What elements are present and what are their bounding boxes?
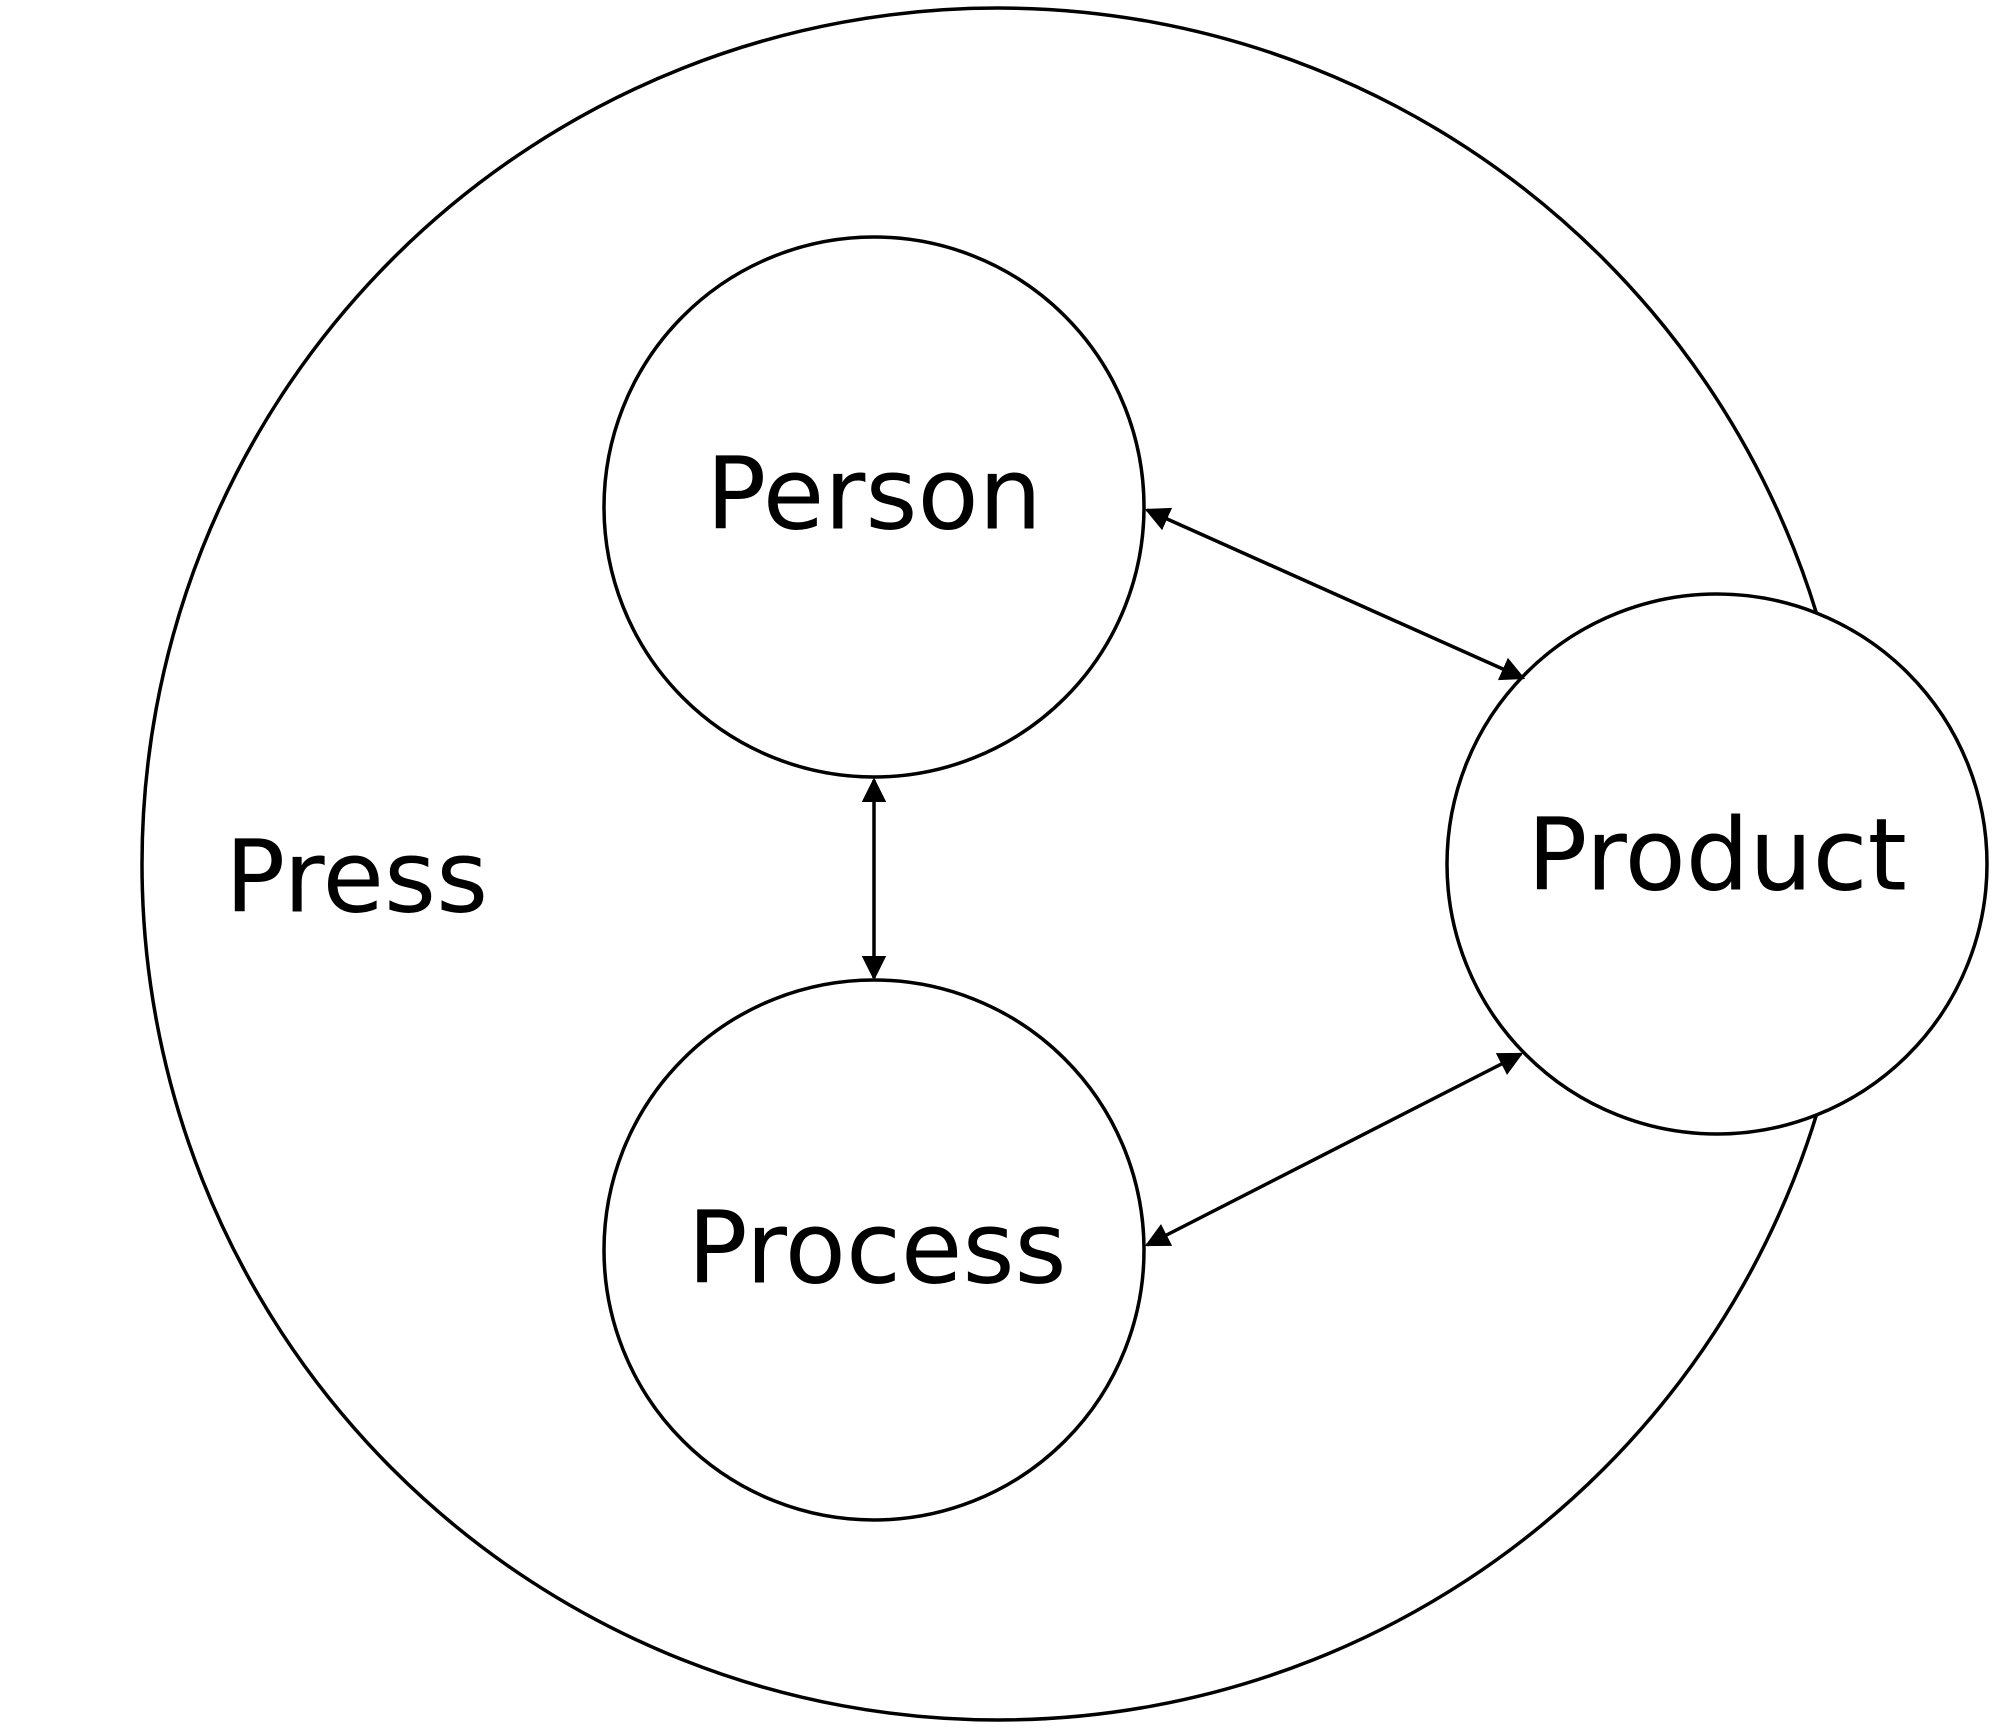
person-circle <box>602 235 1146 779</box>
process-product-arrow <box>1144 1052 1524 1247</box>
press-label: Press <box>225 819 488 936</box>
person-product-arrow <box>1144 507 1526 681</box>
product-label: Product <box>1527 797 1907 914</box>
person-label: Person <box>706 436 1042 553</box>
product-circle <box>1445 592 1989 1136</box>
process-label: Process <box>687 1190 1066 1307</box>
